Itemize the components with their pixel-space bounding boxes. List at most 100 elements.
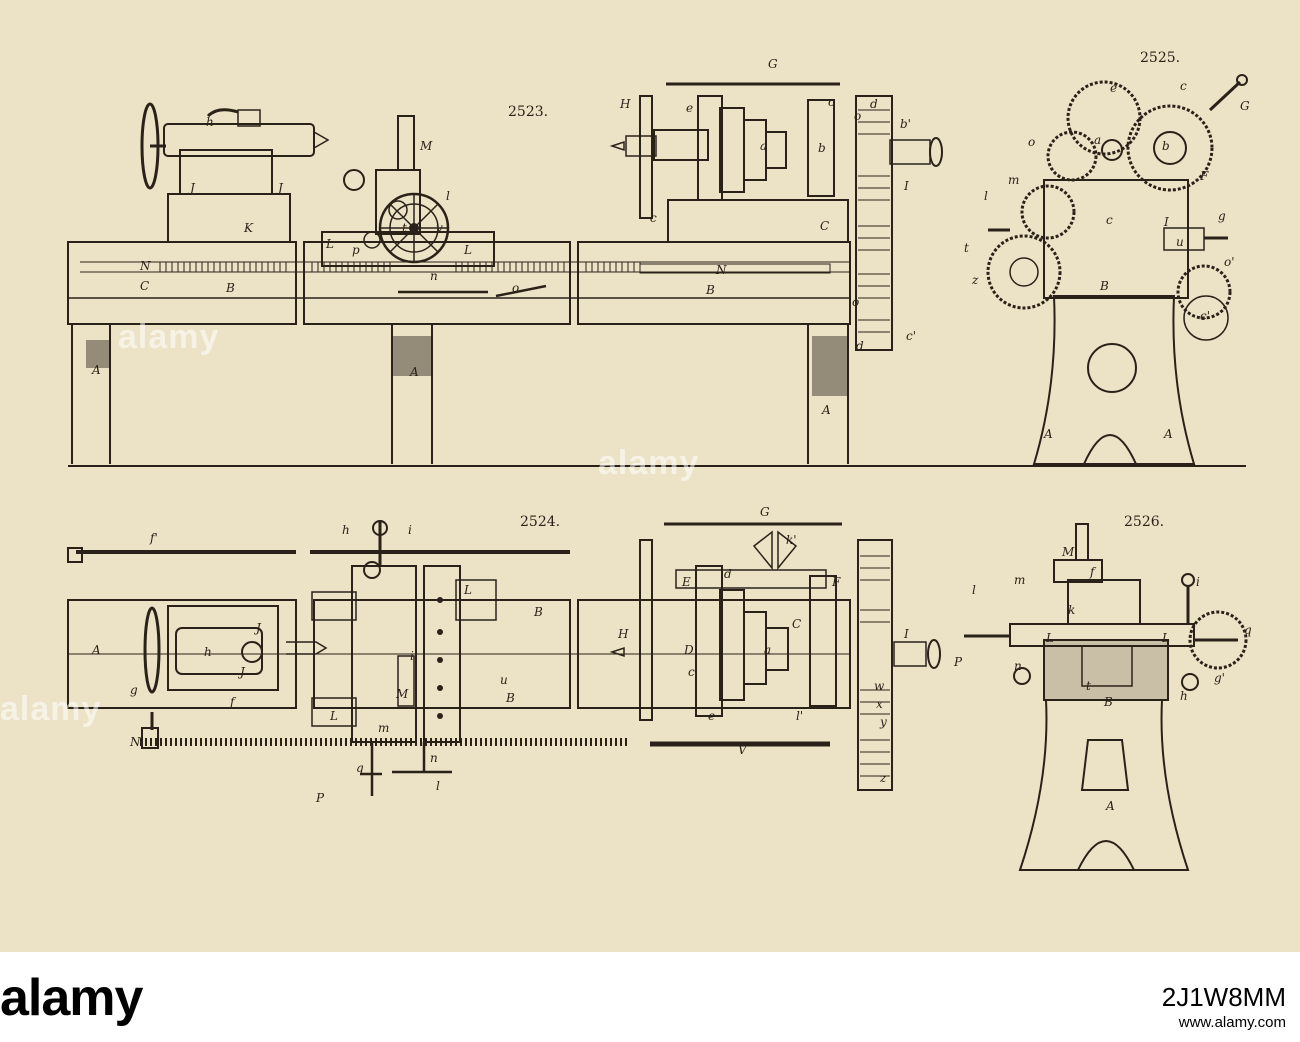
- figure-number-2523: 2523.: [508, 104, 549, 120]
- part-label: o: [854, 109, 862, 123]
- part-label: f: [1090, 565, 1095, 579]
- part-label: g: [1218, 209, 1226, 223]
- alamy-logo: alamy: [0, 969, 143, 1027]
- watermark: alamy: [118, 318, 220, 356]
- part-label: M: [1062, 545, 1075, 559]
- part-label: N: [130, 735, 141, 749]
- part-label: h: [1180, 689, 1188, 703]
- part-label: e: [1110, 81, 1118, 95]
- part-label: N: [716, 263, 727, 277]
- part-label: h: [342, 523, 350, 537]
- part-label: m: [378, 721, 390, 735]
- part-label: c: [650, 211, 657, 225]
- part-label: A: [410, 365, 419, 379]
- part-label: i: [410, 649, 414, 663]
- part-label: m: [1014, 573, 1026, 587]
- part-label: B: [506, 691, 515, 705]
- part-label: n: [1014, 659, 1022, 673]
- part-label: b: [1162, 139, 1170, 153]
- part-label: A: [1106, 799, 1115, 813]
- stock-footer: alamy 2J1W8MM www.alamy.com: [0, 952, 1300, 1042]
- part-label: b: [818, 141, 826, 155]
- part-label: l': [796, 709, 804, 723]
- part-label: e: [686, 101, 694, 115]
- watermark: alamy: [598, 444, 700, 482]
- part-label: p: [352, 243, 360, 257]
- part-label: P: [954, 655, 963, 669]
- part-label: g': [1214, 671, 1225, 685]
- part-label: B: [1104, 695, 1113, 709]
- figure-number-2525: 2525.: [1140, 50, 1181, 66]
- part-label: H: [620, 97, 631, 111]
- part-label: f: [230, 695, 235, 709]
- part-label: g: [130, 683, 138, 697]
- part-label: d: [724, 567, 732, 581]
- part-label: A: [1164, 427, 1173, 441]
- part-label: l: [984, 189, 988, 203]
- part-label: L: [326, 237, 334, 251]
- part-label: I: [1164, 215, 1169, 229]
- part-label: L: [1162, 631, 1170, 645]
- part-label: c': [906, 329, 917, 343]
- part-label: F: [832, 575, 841, 589]
- part-label: k: [1068, 603, 1076, 617]
- part-label: t: [402, 221, 407, 235]
- part-label: M: [420, 139, 433, 153]
- part-label: V: [738, 743, 747, 757]
- part-label: c: [1106, 213, 1113, 227]
- part-label: P: [316, 791, 325, 805]
- part-label: c: [1180, 79, 1187, 93]
- part-label: B: [226, 281, 235, 295]
- part-label: x: [876, 697, 883, 711]
- part-label: o: [852, 295, 860, 309]
- part-label: h: [204, 645, 212, 659]
- figure-2525-end-elevation: [986, 74, 1248, 465]
- part-label: L: [464, 583, 472, 597]
- part-label: C: [140, 279, 150, 293]
- lathe-engraving: [67, 74, 1248, 871]
- part-label: H: [618, 627, 629, 641]
- part-label: J: [278, 181, 283, 195]
- part-label: D: [684, 643, 694, 657]
- part-label: A: [1044, 427, 1053, 441]
- part-label: z: [880, 771, 887, 785]
- part-label: c: [688, 665, 695, 679]
- part-label: A: [92, 363, 101, 377]
- part-label: B: [534, 605, 543, 619]
- part-label: a: [1094, 133, 1102, 147]
- watermark: alamy: [0, 690, 102, 728]
- figure-2523-side-elevation: [67, 82, 943, 464]
- part-label: c: [828, 95, 835, 109]
- part-label: o: [1028, 135, 1036, 149]
- part-label: E: [682, 575, 691, 589]
- part-label: K: [244, 221, 253, 235]
- part-label: e: [708, 709, 716, 723]
- part-label: G: [1240, 99, 1250, 113]
- part-label: M: [396, 687, 409, 701]
- part-label: a: [764, 643, 772, 657]
- engraving-plate: 2523. 2525. 2524. 2526. h M l J J K L p …: [0, 0, 1300, 952]
- part-label: L: [330, 709, 338, 723]
- part-label: q: [356, 761, 364, 775]
- part-label: J: [190, 181, 195, 195]
- stock-image-id: 2J1W8MM: [1161, 982, 1286, 1012]
- part-label: G: [760, 505, 770, 519]
- part-label: L: [464, 243, 472, 257]
- part-label: n: [430, 269, 438, 283]
- part-label: m: [1008, 173, 1020, 187]
- part-label: q: [1244, 623, 1252, 637]
- part-label: o: [512, 281, 520, 295]
- figure-2524-plan-view: [67, 520, 941, 796]
- part-label: J: [240, 665, 245, 679]
- part-label: i: [1196, 575, 1200, 589]
- part-label: c': [1200, 309, 1211, 323]
- part-label: J: [256, 621, 261, 635]
- part-label: h: [206, 115, 214, 129]
- part-label: F: [1200, 169, 1209, 183]
- part-label: L: [1046, 631, 1054, 645]
- part-label: N: [140, 259, 151, 273]
- part-label: t: [1086, 679, 1091, 693]
- part-label: C: [792, 617, 802, 631]
- part-label: I: [904, 627, 909, 641]
- part-label: G: [768, 57, 778, 71]
